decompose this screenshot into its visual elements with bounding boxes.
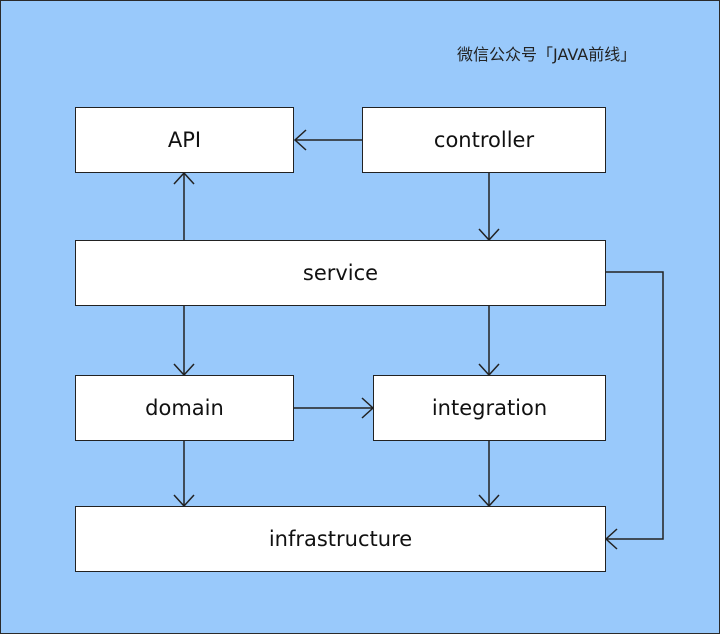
arrowhead-controller-to-api [293,129,307,151]
arrowhead-service-to-infrastructure [604,528,618,550]
infrastructure-node: infrastructure [75,506,606,572]
arrowhead-service-to-api [173,171,195,185]
api-node-label: API [167,128,202,152]
service-node-label: service [302,261,379,285]
api-node: API [75,107,294,173]
domain-node: domain [75,375,294,441]
edge-service-to-infrastructure [606,271,664,540]
infrastructure-node-label: infrastructure [268,527,413,551]
service-node: service [75,240,606,306]
watermark-text: 微信公众号「JAVA前线」 [457,45,637,64]
domain-node-label: domain [145,396,224,420]
integration-node-label: integration [431,396,548,420]
controller-node-label: controller [433,128,535,152]
integration-node: integration [373,375,606,441]
controller-node: controller [362,107,606,173]
